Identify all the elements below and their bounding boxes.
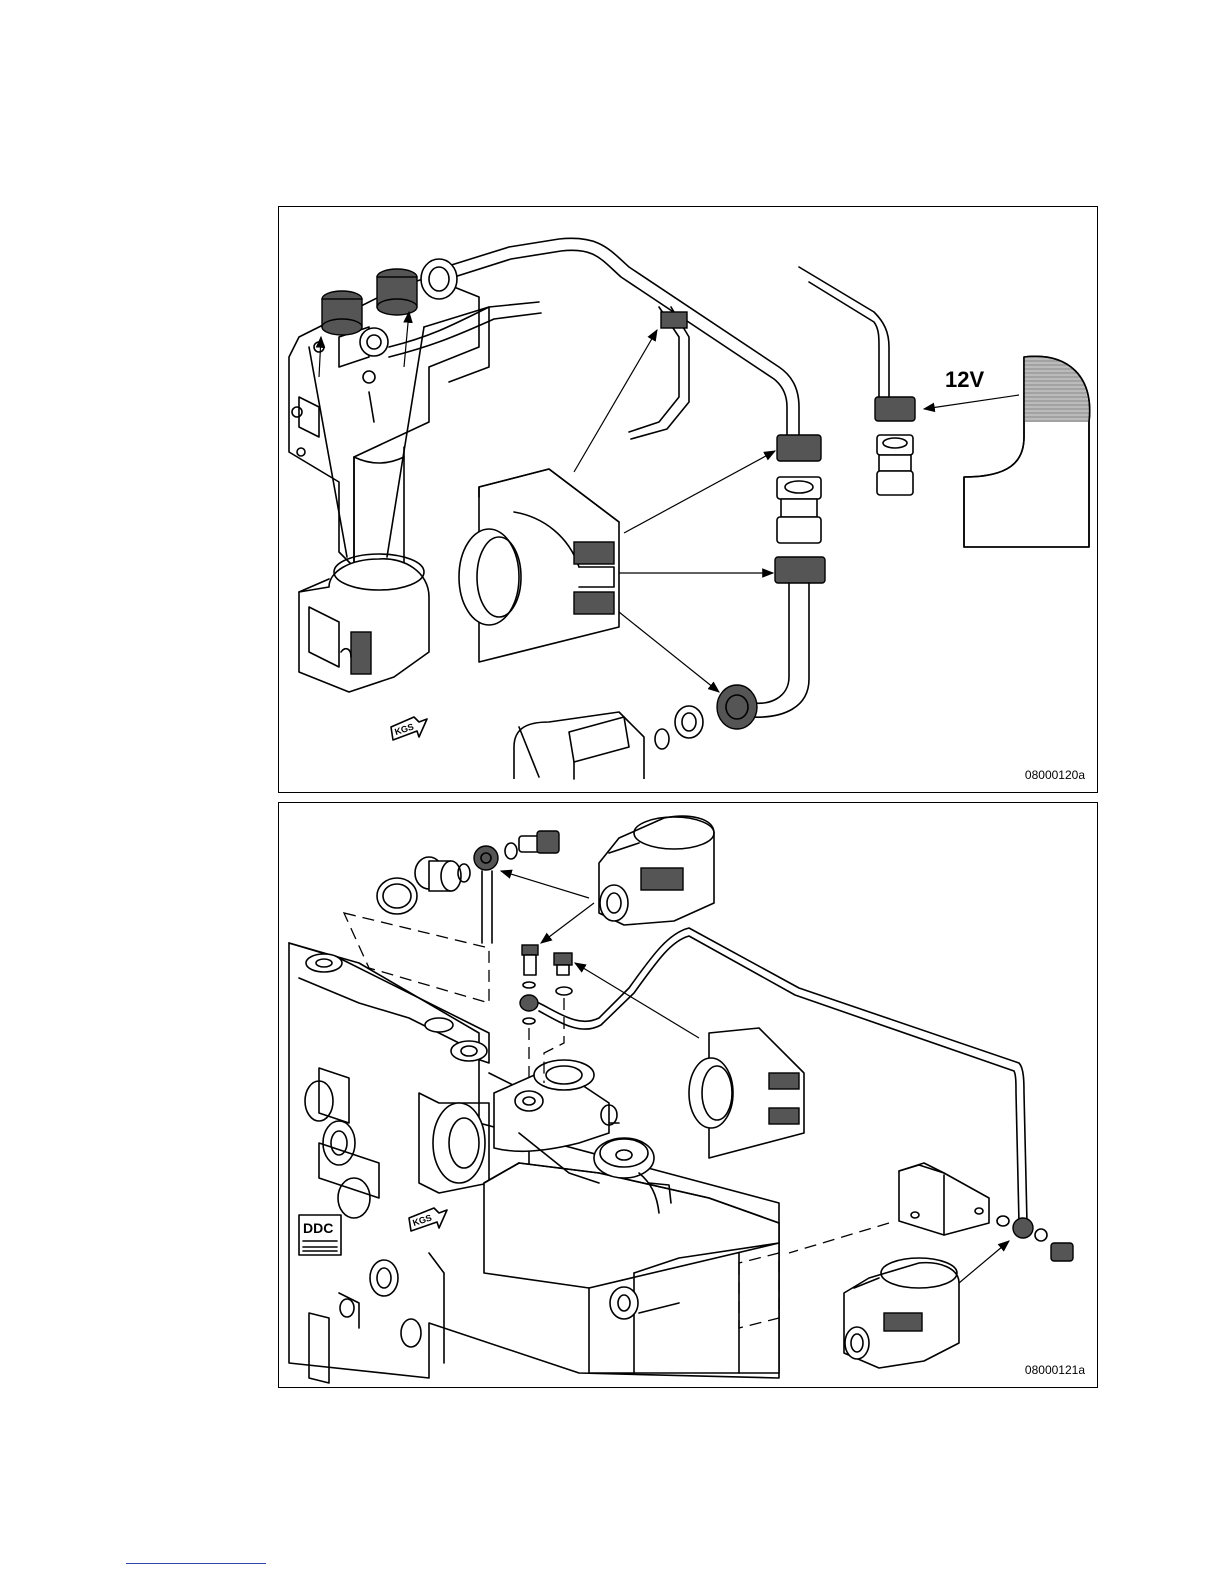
figure-fuel-line-assembly-bottom: DDC xyxy=(278,802,1098,1388)
sensor-bracket-right xyxy=(899,1163,989,1235)
kgs-direction-badge: KGS xyxy=(391,717,427,740)
filter-housing-bottom xyxy=(514,712,644,779)
figure-id: 08000120a xyxy=(1025,768,1085,782)
figure-fuel-line-assembly-top: 12V xyxy=(278,206,1098,793)
footer-rule xyxy=(126,1563,266,1564)
sensor-clamp-top xyxy=(599,816,714,925)
ddc-label: DDC xyxy=(303,1220,333,1236)
top-banjo-assembly xyxy=(377,831,559,943)
sensor-clamp-bottom xyxy=(844,1258,959,1368)
figure-id: 08000121a xyxy=(1025,1363,1085,1377)
diagram-fuel-lines-sensors: 12V xyxy=(279,207,1099,794)
diagram-fuel-block-sensors: DDC xyxy=(279,803,1099,1389)
sensor-clamp-left xyxy=(299,554,429,692)
fitting-center-group xyxy=(655,435,825,749)
sensor-housing-right xyxy=(689,1028,804,1158)
fitting-12v-group xyxy=(875,397,915,495)
voltage-label: 12V xyxy=(945,367,984,392)
sensor-housing-center xyxy=(459,469,619,662)
